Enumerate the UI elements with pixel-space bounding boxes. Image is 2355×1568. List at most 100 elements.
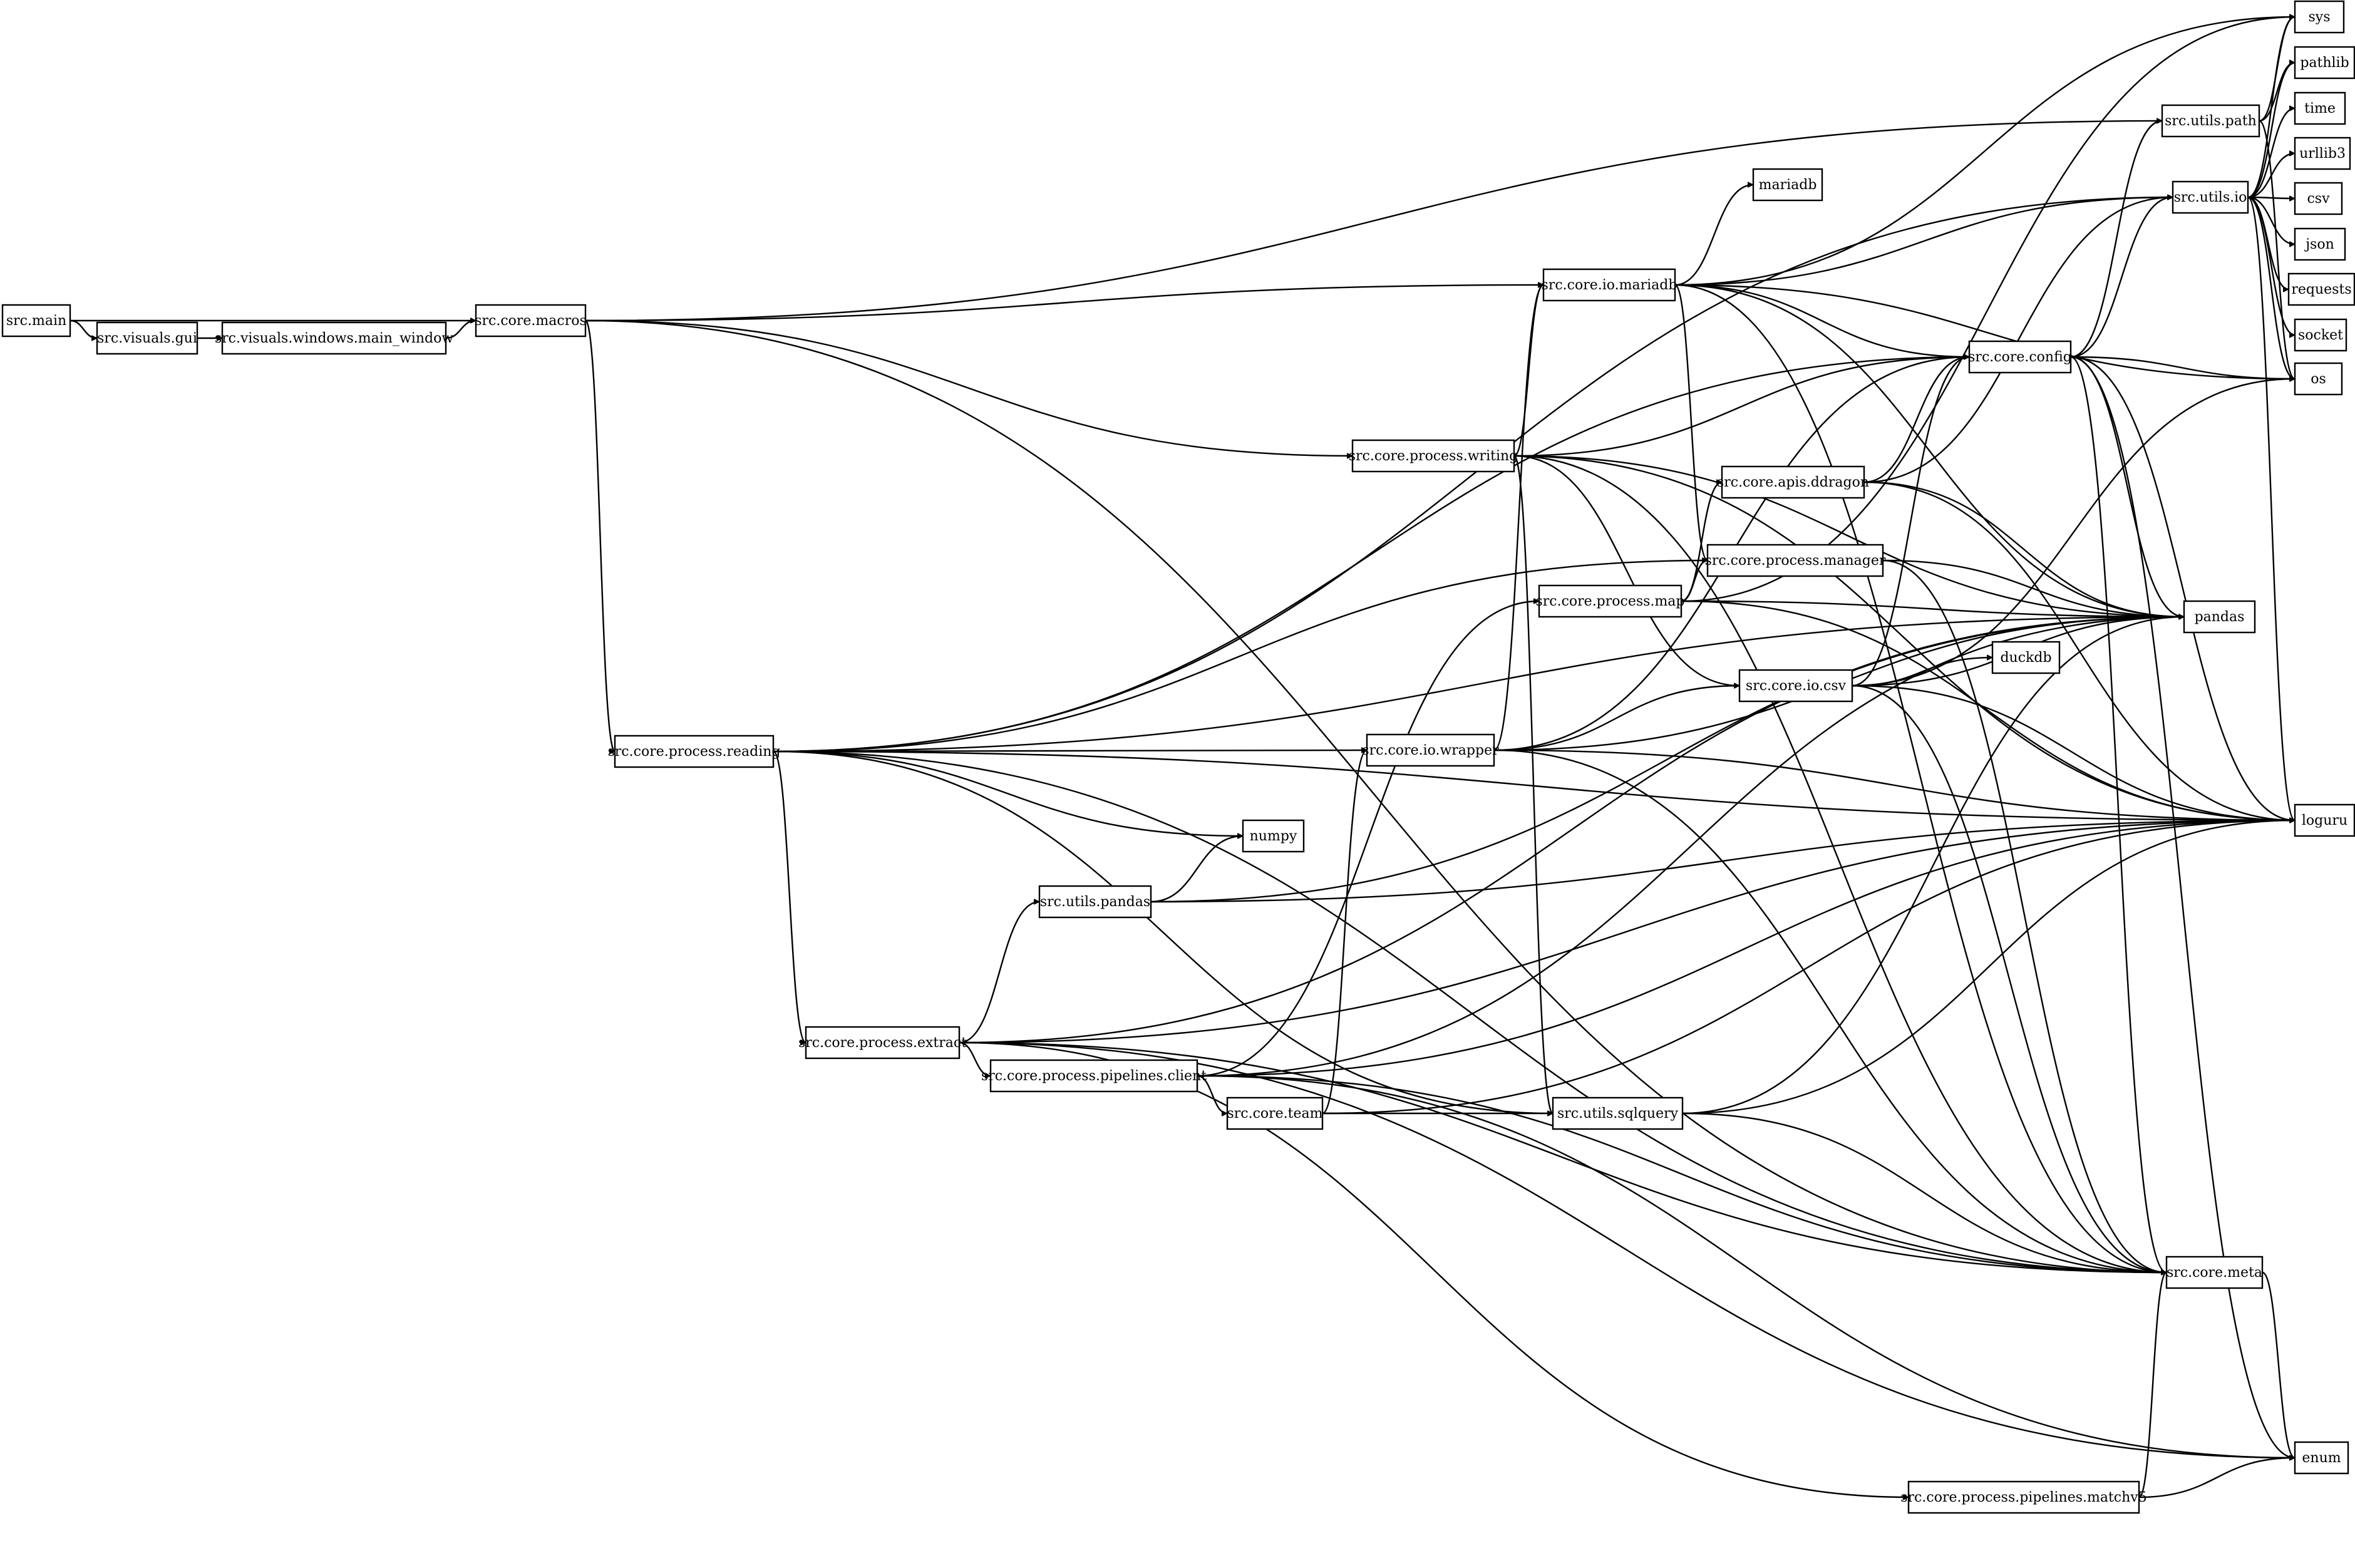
edge-csvio-to-os <box>1852 379 2295 687</box>
node-box <box>1542 268 1676 302</box>
edge-reading-to-sqlquery <box>773 750 1553 1113</box>
node-box <box>2165 1256 2264 1289</box>
node-label: loguru <box>2302 813 2347 828</box>
edge-extract-to-meta <box>959 1041 2167 1272</box>
edge-csvio-to-meta <box>1852 684 2167 1272</box>
node-team: src.core.team <box>1226 1096 1324 1130</box>
node-box <box>2294 227 2346 261</box>
node-label: src.core.process.writing <box>1349 448 1518 464</box>
edge-sqlquery-to-pandas <box>1682 617 2184 1115</box>
node-box <box>1038 885 1152 919</box>
edge-config-to-uio <box>2070 197 2173 358</box>
edge-upandas-to-pandas <box>1150 617 2184 903</box>
node-box <box>1351 439 1515 473</box>
node-box <box>614 735 775 768</box>
edge-mariadbio-to-manager <box>1674 284 1708 560</box>
node-label: src.main <box>6 313 66 329</box>
edge-reading-to-manager <box>773 560 1708 753</box>
edge-mariadbio-to-sys <box>1674 17 2295 286</box>
node-manager: src.core.process.manager <box>1705 544 1886 577</box>
node-loguru: loguru <box>2294 803 2355 837</box>
node-box <box>2294 182 2343 215</box>
edge-uio-to-json <box>2247 196 2296 244</box>
edge-sqlquery-to-loguru <box>1682 820 2295 1115</box>
node-box <box>1907 1480 2140 1514</box>
node-csvio: src.core.io.csv <box>1738 669 1853 703</box>
edge-reading-to-numpy <box>773 750 1243 836</box>
node-label: src.core.process.extract <box>798 1035 967 1051</box>
node-pandas: pandas <box>2183 600 2256 634</box>
node-reading: src.core.process.reading <box>608 735 781 768</box>
edge-csvio-to-duckdb <box>1852 658 1992 687</box>
node-box <box>1752 168 1823 202</box>
node-label: src.core.process.map <box>1535 594 1684 609</box>
node-label: socket <box>2298 328 2343 343</box>
edge-uio-to-loguru <box>2247 196 2296 820</box>
edge-macros-to-writing <box>585 319 1353 456</box>
edge-manager-to-meta <box>1882 559 2167 1272</box>
edge-config-to-loguru <box>2070 356 2295 820</box>
node-label: src.core.process.manager <box>1705 553 1886 569</box>
edge-config-to-meta <box>2070 356 2167 1272</box>
node-label: duckdb <box>2000 650 2051 666</box>
edge-upandas-to-numpy <box>1150 836 1243 903</box>
edge-client-to-enum <box>1197 1075 2295 1458</box>
node-label: sys <box>2308 9 2330 25</box>
edge-meta-to-enum <box>2262 1271 2296 1458</box>
node-label: src.core.config <box>1968 349 2072 365</box>
node-label: src.core.process.pipelines.matchv5 <box>1900 1490 2146 1505</box>
node-box <box>2294 0 2345 34</box>
edge-reading-to-pandas <box>773 617 2184 753</box>
edge-wrapper-to-meta <box>1493 749 2167 1272</box>
node-box <box>221 321 447 355</box>
edge-macros-to-mariadbio <box>585 285 1543 322</box>
node-duckdb: duckdb <box>1991 641 2061 674</box>
node-wrapper: src.core.io.wrapper <box>1362 733 1499 767</box>
node-socket: socket <box>2294 318 2347 352</box>
node-mainwin: src.visuals.windows.main_window <box>215 321 453 355</box>
edge-extract-to-upandas <box>959 902 1040 1044</box>
edge-main-to-gui <box>70 319 98 338</box>
node-box <box>1968 340 2072 374</box>
edge-writing-to-loguru <box>1513 455 2295 820</box>
edge-wrapper-to-loguru <box>1493 749 2295 820</box>
node-label: src.core.macros <box>475 313 587 329</box>
node-box <box>2183 600 2256 634</box>
edge-mariadbio-to-pandas <box>1674 284 2184 617</box>
node-box <box>2294 91 2346 125</box>
edge-uio-to-os <box>2247 196 2296 379</box>
node-json: json <box>2294 227 2346 261</box>
edge-pmap-to-manager <box>1681 560 1708 602</box>
node-pmap: src.core.process.map <box>1535 584 1685 618</box>
edge-pmap-to-pandas <box>1681 600 2184 617</box>
edge-client-to-meta <box>1197 1075 2167 1272</box>
node-box <box>805 1026 961 1060</box>
node-box <box>2294 46 2355 80</box>
edge-uio-to-urllib3 <box>2247 153 2296 199</box>
edge-writing-to-sqlquery <box>1513 455 1554 1113</box>
node-extract: src.core.process.extract <box>798 1026 967 1060</box>
edge-uio-to-socket <box>2247 196 2296 335</box>
edge-uio-to-csv <box>2247 197 2295 199</box>
node-mariadb: mariadb <box>1752 168 1823 202</box>
edge-config-to-pandas <box>2070 356 2184 617</box>
node-box <box>2287 272 2355 306</box>
node-label: requests <box>2291 282 2351 297</box>
edge-writing-to-pandas <box>1513 455 2184 617</box>
edge-extract-to-client <box>959 1041 991 1076</box>
node-label: time <box>2304 101 2336 116</box>
edge-macros-to-upath <box>585 121 2162 322</box>
node-box <box>1738 669 1853 703</box>
edge-uio-to-pathlib <box>2247 63 2296 199</box>
edge-client-to-pmap <box>1197 601 1539 1077</box>
edge-ddragon-to-config <box>1863 357 1969 483</box>
node-label: src.core.apis.ddragon <box>1717 475 1869 490</box>
node-label: urllib3 <box>2299 146 2346 162</box>
edge-ddragon-to-loguru <box>1863 481 2295 820</box>
node-config: src.core.config <box>1968 340 2072 374</box>
node-box <box>1552 1096 1684 1130</box>
node-box <box>1991 641 2061 674</box>
node-urllib3: urllib3 <box>2294 137 2351 170</box>
edge-client-to-loguru <box>1197 820 2295 1077</box>
